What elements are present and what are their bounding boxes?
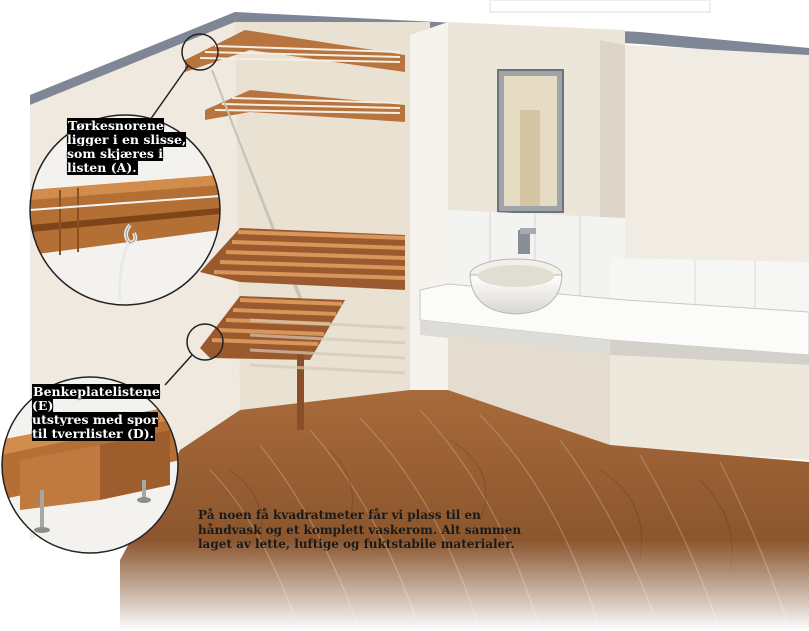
drying-rack-middle [205,90,405,122]
caption: På noen få kvadratmeter får vi plass til… [198,508,522,551]
partition-front [410,22,448,430]
lower-cabinet [610,355,809,460]
bench-upper [200,228,406,290]
callout-bench-strips: Benkeplatelistene (E) utstyres med spor … [32,384,160,441]
callout-marker-a [181,33,219,71]
faucet [518,230,530,254]
drying-rack-top [185,30,405,72]
callout-marker-e [186,323,224,361]
callout-drying-lines: Tørkesnorene ligger i en slisse, som skj… [67,118,187,175]
